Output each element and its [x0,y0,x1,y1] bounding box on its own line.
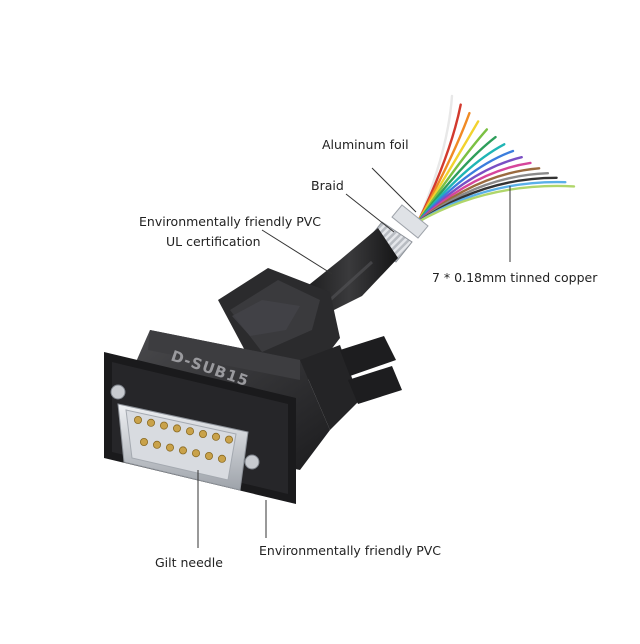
label-pvc-shell: Environmentally friendly PVC [259,543,442,558]
gilt-pin [139,437,148,446]
gilt-pin [152,440,161,449]
gilt-pin [191,449,200,458]
gilt-pin [198,429,207,438]
label-pvc-jacket: Environmentally friendly PVC [139,214,322,229]
connector-backshell [218,268,340,390]
gilt-pin [217,454,226,463]
wire [416,184,576,224]
label-gilt-needle: Gilt needle [155,555,223,570]
leader-aluminum-foil [371,167,417,213]
gilt-pin [159,421,168,430]
label-ul-certification: UL certification [166,234,261,249]
gilt-pin [165,443,174,452]
gilt-pin [146,418,155,427]
aluminum-foil-layer [391,204,429,239]
gilt-pin [133,415,142,424]
label-braid: Braid [311,178,344,193]
gilt-pin [224,435,233,444]
connector-shell [104,330,402,504]
wire-bundle [416,94,576,224]
gilt-pin [211,432,220,441]
gilt-pin [185,427,194,436]
label-tinned-copper: 7 * 0.18mm tinned copper [432,270,598,285]
label-aluminum-foil: Aluminum foil [322,137,409,152]
gilt-pin [172,424,181,433]
gilt-pin [204,451,213,460]
gilt-needle-pins [133,415,233,463]
leader-braid [345,193,395,233]
leader-lines [197,167,511,548]
leader-pvc-jacket [261,229,333,275]
gilt-pin [178,446,187,455]
